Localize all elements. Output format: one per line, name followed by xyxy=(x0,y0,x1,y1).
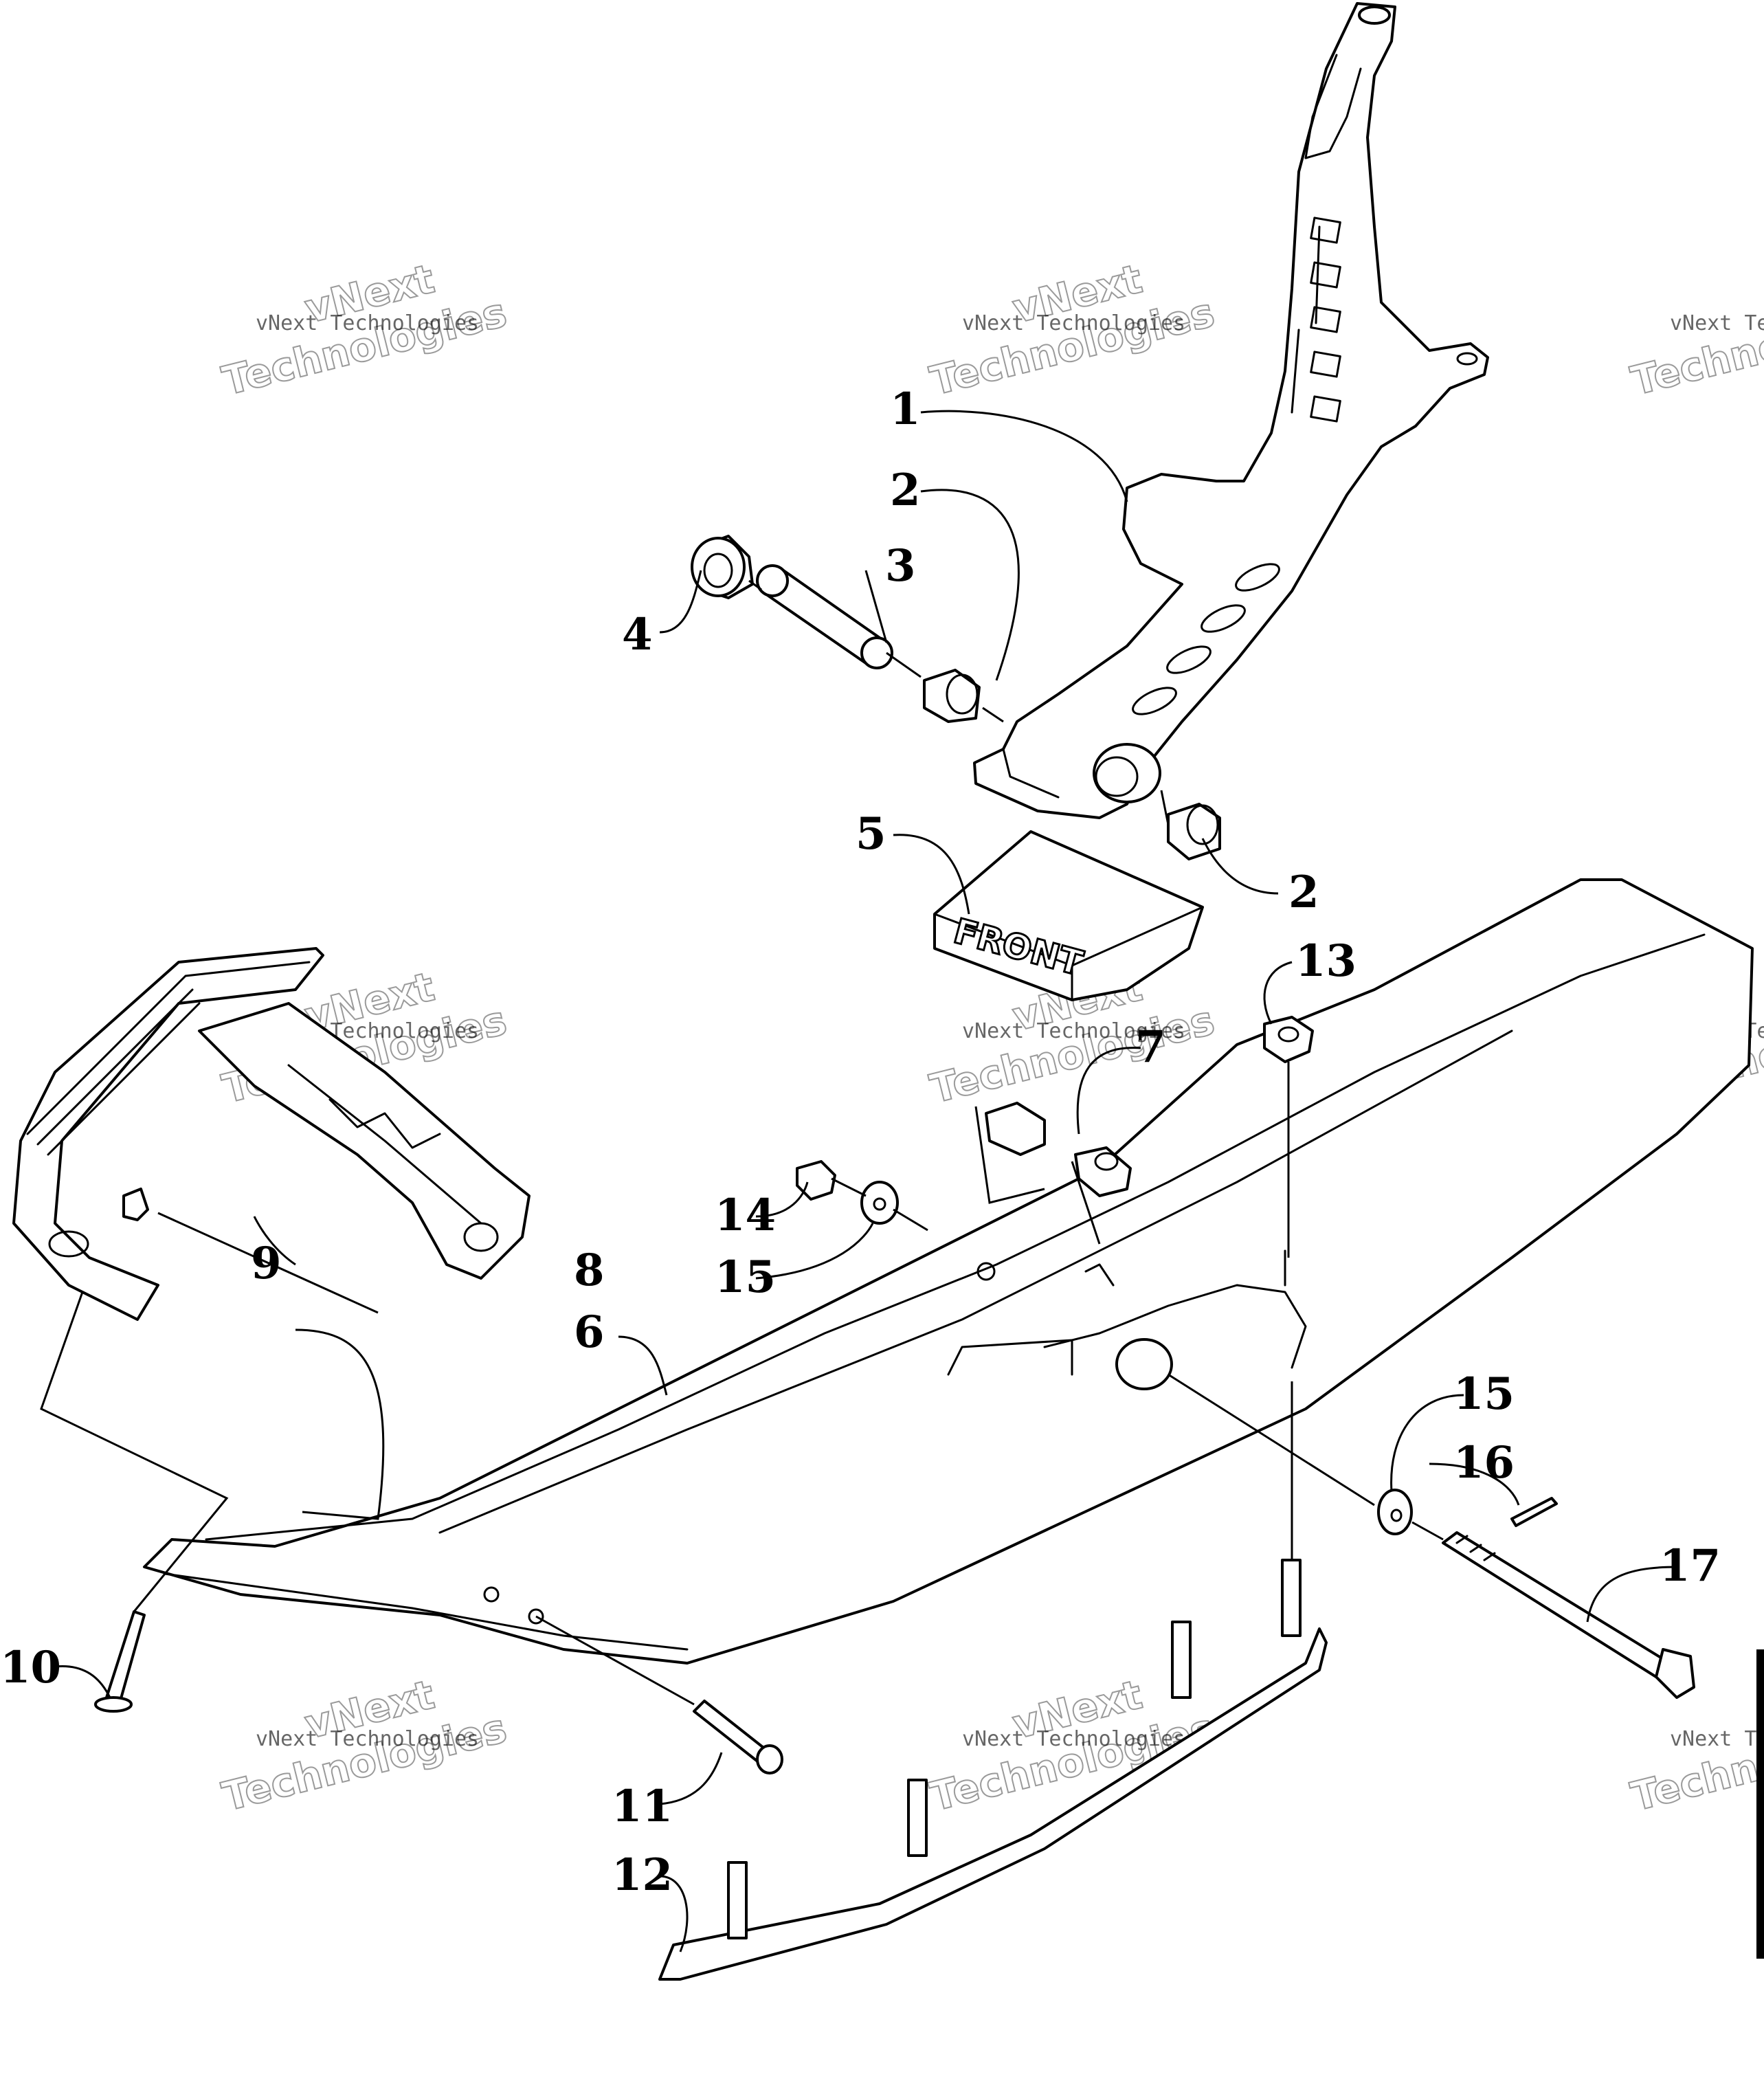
callout-9: 9 xyxy=(251,1238,282,1289)
callout-10: 10 xyxy=(0,1642,61,1693)
part-handle-outer xyxy=(12,947,324,1321)
watermark-small: vNext Technologies xyxy=(256,1727,479,1751)
callout-4: 4 xyxy=(622,609,653,660)
part-nut-13 xyxy=(1263,1016,1314,1063)
part-nut-14 xyxy=(796,1160,836,1201)
part-cotter-pin-16 xyxy=(1510,1497,1558,1527)
watermark-big-bottom: Technologies xyxy=(1627,1704,1764,1820)
part-handle-inner xyxy=(198,1002,531,1280)
part-bumper: FRONT xyxy=(933,830,1204,1001)
part-bushing-7a xyxy=(985,1102,1046,1156)
part-ski-body xyxy=(143,878,1754,1665)
part-spindle xyxy=(973,2,1489,819)
callout-14: 14 xyxy=(715,1190,776,1241)
watermark-small: vNext Technologies xyxy=(1670,1727,1764,1751)
watermark-9: Technologies vNext Technologies xyxy=(1626,1704,1764,1821)
callout-1: 1 xyxy=(890,383,921,435)
callout-5: 5 xyxy=(856,808,886,860)
watermark-small: vNext Technologies xyxy=(1670,311,1764,335)
part-bolt-17 xyxy=(1442,1531,1695,1699)
page-edge-bar xyxy=(1756,1649,1764,1959)
callout-2-lower: 2 xyxy=(1288,867,1319,918)
watermark-2: Technologies vNext vNext Technologies xyxy=(925,254,1220,405)
watermark-small: vNext Technologies xyxy=(962,1019,1185,1043)
callout-13: 13 xyxy=(1295,935,1357,987)
part-bushing-2-lower xyxy=(1167,803,1221,860)
callout-12: 12 xyxy=(612,1849,673,1901)
callout-3: 3 xyxy=(885,540,916,592)
part-runner-12 xyxy=(658,1559,1328,1981)
callout-7: 7 xyxy=(1135,1021,1166,1073)
part-nut-9 xyxy=(122,1188,149,1221)
watermark-small: vNext Technologies xyxy=(962,1727,1185,1751)
callout-16: 16 xyxy=(1453,1437,1515,1489)
watermark-small: vNext Technologies xyxy=(256,311,479,335)
callout-leaders xyxy=(54,410,1677,1952)
part-sleeve-3 xyxy=(756,564,893,669)
part-bushing-2-upper xyxy=(923,669,981,723)
part-washer-15b xyxy=(1377,1489,1413,1535)
part-bolt-10 xyxy=(94,1610,146,1713)
callout-11: 11 xyxy=(612,1781,673,1832)
callouts: 1 2 2 3 4 5 6 7 8 9 10 11 12 13 14 15 15… xyxy=(0,383,1721,1901)
assembly-lines xyxy=(40,579,1444,1706)
callout-15-left: 15 xyxy=(715,1251,776,1303)
watermark-7: Technologies vNext vNext Technologies xyxy=(217,1670,512,1821)
callout-15-right: 15 xyxy=(1453,1368,1515,1420)
part-bolt-11 xyxy=(693,1700,783,1774)
part-washer-15a xyxy=(860,1181,899,1225)
callout-8: 8 xyxy=(574,1245,605,1296)
part-bushing-7b xyxy=(1074,1146,1132,1197)
watermark-small: vNext Technologies xyxy=(962,311,1185,335)
part-bushing-4 xyxy=(691,535,754,599)
callout-2-upper: 2 xyxy=(890,465,921,516)
watermark-big-bottom: Technologies xyxy=(1627,289,1764,404)
watermark-3: Technologies vNext Technologies xyxy=(1626,288,1764,405)
callout-17: 17 xyxy=(1660,1540,1721,1592)
callout-6: 6 xyxy=(574,1306,605,1358)
watermark-1: Technologies vNext vNext Technologies xyxy=(217,254,512,405)
